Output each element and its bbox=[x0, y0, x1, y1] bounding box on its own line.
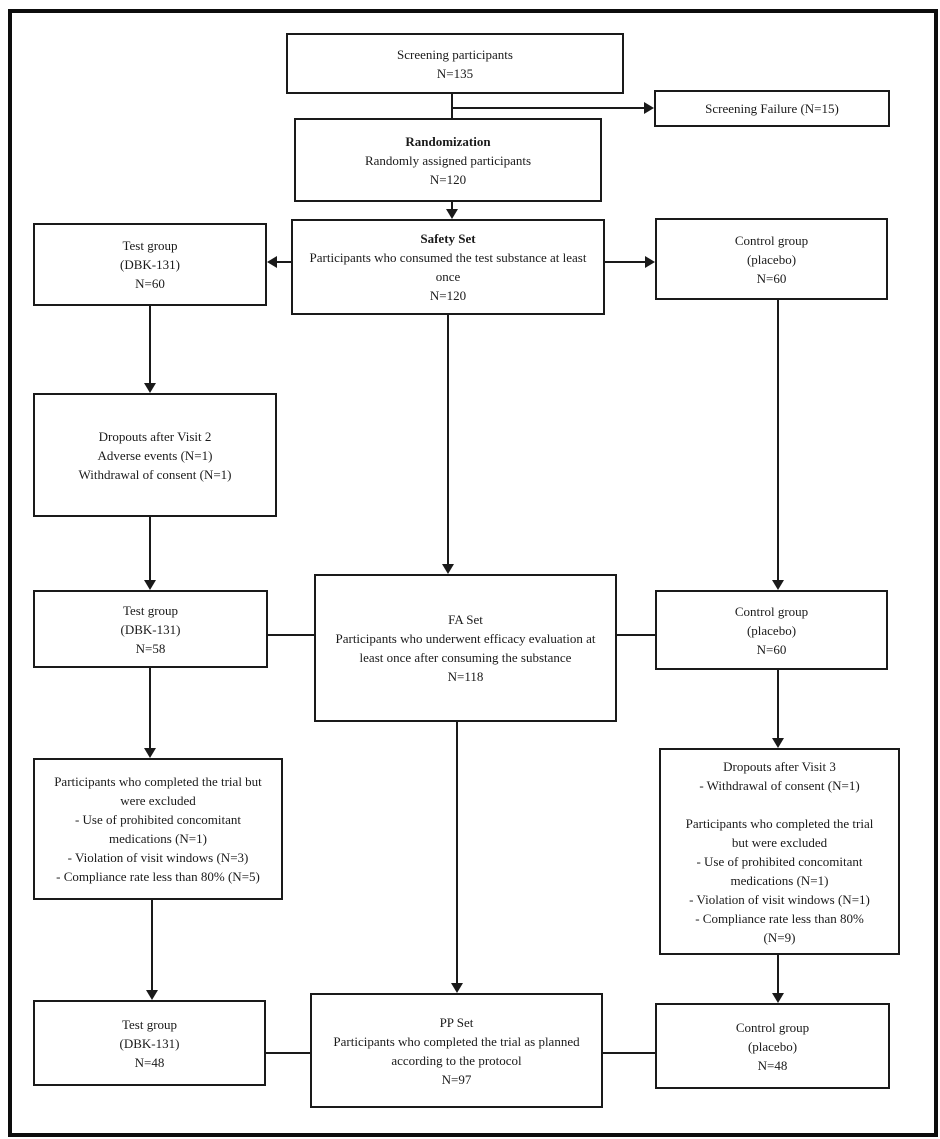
box-text-line: Dropouts after Visit 3 bbox=[723, 758, 836, 774]
box-text-line: N=135 bbox=[436, 65, 474, 81]
box-text-line: (DBK-131) bbox=[120, 621, 181, 637]
box-text-line: - Use of prohibited concomitant bbox=[696, 853, 863, 869]
box-text-line: once bbox=[435, 269, 461, 284]
arrow-fa-set-to-pp-set bbox=[451, 722, 463, 993]
box-text-line: least once after consuming the substance bbox=[359, 650, 572, 665]
control-group-safety-box: Control group (placebo) N=60 bbox=[655, 218, 888, 300]
box-text-line: Screening participants bbox=[397, 46, 513, 62]
box-text-line: Control group bbox=[734, 232, 809, 248]
box-text-line: Test group bbox=[122, 238, 178, 253]
test-group-fa-box: Test group (DBK-131) N=58 bbox=[33, 590, 268, 668]
box-text-line: Control group bbox=[735, 1019, 810, 1035]
box-text-line: (placebo) bbox=[746, 622, 797, 638]
box-text-line: N=48 bbox=[757, 1057, 788, 1073]
box-text-line: - Violation of visit windows (N=3) bbox=[67, 850, 249, 865]
box-text-line: Participants who completed the trial bbox=[685, 815, 874, 831]
arrow-dropouts-visit3-to-control-pp bbox=[772, 955, 784, 1003]
box-text-line: (DBK-131) bbox=[119, 1035, 180, 1051]
box-text-line: N=60 bbox=[756, 270, 787, 286]
box-text-line: N=58 bbox=[135, 640, 166, 656]
arrow-screening-to-failure bbox=[452, 102, 654, 114]
test-group-pp-box: Test group (DBK-131) N=48 bbox=[33, 1000, 266, 1086]
box-text-line: (placebo) bbox=[747, 1038, 798, 1054]
box-text-line: Participants who consumed the test subst… bbox=[309, 250, 587, 265]
box-text-line: N=120 bbox=[429, 288, 467, 303]
box-text-line: (N=9) bbox=[763, 929, 796, 945]
arrow-safety-to-test-group bbox=[267, 256, 291, 268]
box-text-line: N=60 bbox=[756, 641, 787, 657]
arrow-control-fa-to-dropouts-visit3 bbox=[772, 670, 784, 748]
box-text-line: according to the protocol bbox=[391, 1052, 522, 1068]
box-text-line: Randomly assigned participants bbox=[364, 152, 532, 168]
box-text-line: Participants who completed the trial but bbox=[54, 774, 262, 789]
box-text-line: - Use of prohibited concomitant bbox=[74, 812, 242, 827]
arrow-test-group-to-dropouts-visit2 bbox=[144, 306, 156, 393]
safety-set-box: Safety Set Participants who consumed the… bbox=[291, 219, 605, 315]
box-text-line: N=60 bbox=[135, 276, 165, 291]
control-group-pp-box: Control group (placebo) N=48 bbox=[655, 1003, 890, 1089]
randomization-box: Randomization Randomly assigned particip… bbox=[294, 118, 602, 202]
box-text-line: (placebo) bbox=[746, 251, 797, 267]
dropouts-visit2-box: Dropouts after Visit 2 Adverse events (N=… bbox=[33, 393, 277, 517]
excluded-test-group-box: Participants who completed the trial but… bbox=[33, 758, 283, 900]
box-text-line: Participants who underwent efficacy eval… bbox=[335, 631, 596, 646]
randomization-title: Randomization bbox=[405, 133, 491, 149]
box-text-line: - Violation of visit windows (N=1) bbox=[689, 891, 870, 907]
box-text-line: - Withdrawal of consent (N=1) bbox=[699, 777, 860, 793]
box-text-line: Withdrawal of consent (N=1) bbox=[78, 466, 232, 482]
box-text-line: Control group bbox=[734, 603, 809, 619]
box-text-line: Participants who completed the trial as … bbox=[333, 1033, 580, 1049]
box-text-line: PP Set bbox=[439, 1014, 474, 1030]
box-text-line: Dropouts after Visit 2 bbox=[98, 428, 212, 444]
box-text-line: medications (N=1) bbox=[109, 831, 207, 846]
box-text-line: N=48 bbox=[134, 1054, 165, 1070]
box-text-line: N=120 bbox=[429, 171, 467, 187]
control-group-fa-box: Control group (placebo) N=60 bbox=[655, 590, 888, 670]
dropouts-visit3-box: Dropouts after Visit 3 - Withdrawal of co… bbox=[659, 748, 900, 955]
safety-set-title: Safety Set bbox=[420, 231, 476, 246]
test-group-safety-box: Test group (DBK-131) N=60 bbox=[33, 223, 267, 306]
box-text-line: (DBK-131) bbox=[120, 257, 180, 272]
box-text-line: FA Set bbox=[448, 612, 483, 627]
box-text-line: but were excluded bbox=[731, 834, 828, 850]
arrow-safety-to-control-group bbox=[605, 256, 655, 268]
arrow-safety-to-fa-set bbox=[442, 315, 454, 574]
box-text-line: medications (N=1) bbox=[730, 872, 829, 888]
box-text-line: N=97 bbox=[441, 1071, 472, 1087]
box-text-line: Test group bbox=[121, 1016, 178, 1032]
box-text-line: Test group bbox=[122, 602, 179, 618]
safety-set-body: Participants who consumed the test subst… bbox=[310, 248, 587, 305]
box-text-line: - Compliance rate less than 80% bbox=[695, 910, 864, 926]
arrow-dropouts-visit2-to-test-group-fa bbox=[144, 517, 156, 590]
screening-failure-box: Screening Failure (N=15) bbox=[654, 90, 890, 127]
box-text-line: were excluded bbox=[120, 793, 196, 808]
box-text-line: Adverse events (N=1) bbox=[97, 447, 213, 463]
box-text-line: - Compliance rate less than 80% (N=5) bbox=[56, 869, 260, 884]
arrow-control-safety-to-control-fa bbox=[772, 300, 784, 590]
arrow-excluded-to-test-group-pp bbox=[146, 900, 158, 1000]
box-text-line: N=118 bbox=[447, 669, 484, 684]
arrow-test-group-fa-to-excluded bbox=[144, 668, 156, 758]
box-text-line: Screening Failure (N=15) bbox=[705, 101, 839, 116]
